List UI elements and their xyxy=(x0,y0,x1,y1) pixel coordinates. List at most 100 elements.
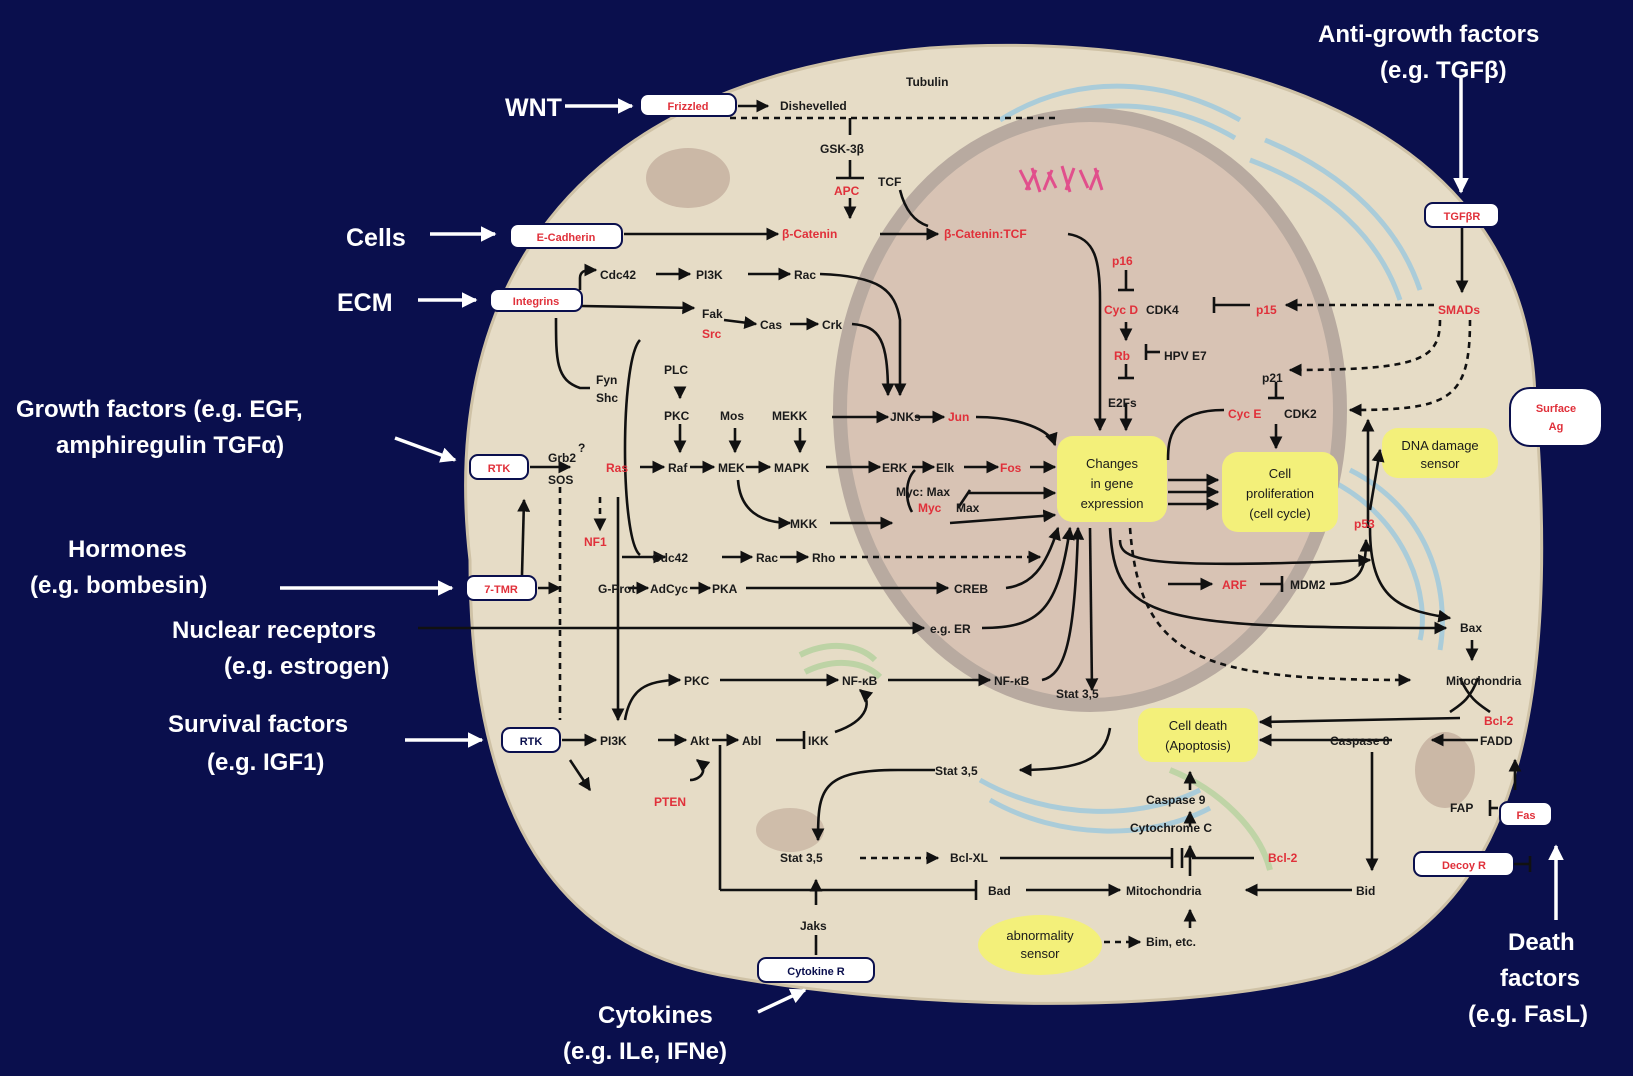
node-tcf: TCF xyxy=(878,175,901,189)
label-growth-factors-2: amphiregulin TGFα) xyxy=(56,432,284,459)
label-death-2: factors xyxy=(1500,965,1580,992)
svg-text:Decoy R: Decoy R xyxy=(1442,860,1486,872)
node-cdc42-bottom: Cdc42 xyxy=(652,551,688,565)
svg-text:sensor: sensor xyxy=(1020,946,1060,961)
node-mdm2: MDM2 xyxy=(1290,578,1326,592)
node-dishevelled: Dishevelled xyxy=(780,99,847,113)
svg-text:Frizzled: Frizzled xyxy=(668,101,709,113)
node-pten: PTEN xyxy=(654,795,686,809)
node-bcl2-mid: Bcl-2 xyxy=(1268,851,1298,865)
receptor-decoy: Decoy R xyxy=(1414,852,1514,876)
svg-text:RTK: RTK xyxy=(520,736,543,748)
node-mos: Mos xyxy=(720,409,744,423)
node-er: e.g. ER xyxy=(930,622,971,636)
label-cells: Cells xyxy=(346,224,406,252)
node-max: Max xyxy=(956,501,980,515)
label-death: Death xyxy=(1508,929,1575,956)
node-cytochrome-c: Cytochrome C xyxy=(1130,821,1212,835)
label-survival-factors: Survival factors xyxy=(168,711,348,738)
svg-text:Surface: Surface xyxy=(1536,403,1576,415)
node-adcyc: AdCyc xyxy=(650,582,688,596)
svg-text:in gene: in gene xyxy=(1091,476,1134,491)
label-cytokines-2: (e.g. ILe, IFNe) xyxy=(563,1038,727,1065)
node-stat35-c: Stat 3,5 xyxy=(780,851,823,865)
svg-text:(Apoptosis): (Apoptosis) xyxy=(1165,738,1231,753)
node-mitochondria-right: Mitochondria xyxy=(1446,674,1522,688)
label-cytokines: Cytokines xyxy=(598,1002,713,1029)
svg-text:abnormality: abnormality xyxy=(1006,928,1074,943)
receptor-ecadherin: E-Cadherin xyxy=(510,224,622,248)
svg-text:RTK: RTK xyxy=(488,463,511,475)
svg-text:Cell death: Cell death xyxy=(1169,718,1228,733)
label-hormones: Hormones xyxy=(68,536,187,563)
node-cyc-e: Cyc E xyxy=(1228,407,1261,421)
node-creb: CREB xyxy=(954,582,988,596)
node-pkc-mid: PKC xyxy=(664,409,690,423)
node-rb: Rb xyxy=(1114,349,1130,363)
node-p21: p21 xyxy=(1262,371,1283,385)
svg-text:E-Cadherin: E-Cadherin xyxy=(537,232,596,244)
node-fos: Fos xyxy=(1000,461,1022,475)
receptor-rtk-growth: RTK xyxy=(470,455,528,479)
box-abnormality-sensor: abnormality sensor xyxy=(978,915,1102,975)
node-erk: ERK xyxy=(882,461,908,475)
receptor-surface-ag: Surface Ag xyxy=(1510,388,1602,446)
node-apc: APC xyxy=(834,184,860,198)
node-src: Src xyxy=(702,327,722,341)
node-cdc42-top: Cdc42 xyxy=(600,268,636,282)
label-survival-factors-2: (e.g. IGF1) xyxy=(207,749,324,776)
node-cyc-d: Cyc D xyxy=(1104,303,1138,317)
receptor-frizzled: Frizzled xyxy=(640,94,736,116)
node-g-prot: G-Prot xyxy=(598,582,635,596)
receptor-rtk-survival: RTK xyxy=(502,728,560,752)
organelle-bottom-left xyxy=(756,808,824,852)
node-mek: MEK xyxy=(718,461,745,475)
label-nuclear-receptors: Nuclear receptors xyxy=(172,617,376,644)
node-arf: ARF xyxy=(1222,578,1247,592)
node-mapk: MAPK xyxy=(774,461,810,475)
node-mkk: MKK xyxy=(790,517,818,531)
node-bcl2-right: Bcl-2 xyxy=(1484,714,1514,728)
organelle-bottom-right xyxy=(1415,732,1475,808)
svg-text:(cell cycle): (cell cycle) xyxy=(1249,506,1310,521)
svg-text:proliferation: proliferation xyxy=(1246,486,1314,501)
node-bax: Bax xyxy=(1460,621,1482,635)
box-cell-proliferation: Cell proliferation (cell cycle) xyxy=(1222,452,1338,532)
node-grb2: Grb2 xyxy=(548,451,576,465)
node-nf1: NF1 xyxy=(584,535,607,549)
node-rac-top: Rac xyxy=(794,268,816,282)
label-death-3: (e.g. FasL) xyxy=(1468,1001,1588,1028)
node-smads: SMADs xyxy=(1438,303,1480,317)
label-hormones-2: (e.g. bombesin) xyxy=(30,572,207,599)
node-caspase-9: Caspase 9 xyxy=(1146,793,1206,807)
svg-text:TGFβR: TGFβR xyxy=(1444,211,1481,223)
node-pka: PKA xyxy=(712,582,738,596)
node-pi3k-top: PI3K xyxy=(696,268,723,282)
label-wnt: WNT xyxy=(505,94,562,122)
label-ecm: ECM xyxy=(337,289,393,317)
node-pi3k-low: PI3K xyxy=(600,734,627,748)
node-bcl-xl: Bcl-XL xyxy=(950,851,988,865)
svg-text:Integrins: Integrins xyxy=(513,296,559,308)
node-p16: p16 xyxy=(1112,254,1133,268)
receptor-fas: Fas xyxy=(1500,802,1552,826)
node-cdk2: CDK2 xyxy=(1284,407,1317,421)
svg-text:expression: expression xyxy=(1081,496,1144,511)
svg-text:Cytokine R: Cytokine R xyxy=(787,966,845,978)
node-ikk: IKK xyxy=(808,734,829,748)
svg-text:DNA damage: DNA damage xyxy=(1401,438,1478,453)
node-pkc-low: PKC xyxy=(684,674,710,688)
node-ras: Ras xyxy=(606,461,628,475)
node-bid: Bid xyxy=(1356,884,1375,898)
box-cell-death: Cell death (Apoptosis) xyxy=(1138,708,1258,762)
label-anti-growth-2: (e.g. TGFβ) xyxy=(1380,57,1507,84)
node-raf: Raf xyxy=(668,461,688,475)
node-fadd: FADD xyxy=(1480,734,1513,748)
node-caspase-8: Caspase 8 xyxy=(1330,734,1390,748)
node-akt: Akt xyxy=(690,734,709,748)
svg-text:sensor: sensor xyxy=(1420,456,1460,471)
node-nfkb-2: NF-κB xyxy=(994,674,1030,688)
node-jaks: Jaks xyxy=(800,919,827,933)
node-bcatenin: β-Catenin xyxy=(782,227,837,241)
node-bcatenin-tcf: β-Catenin:TCF xyxy=(944,227,1027,241)
